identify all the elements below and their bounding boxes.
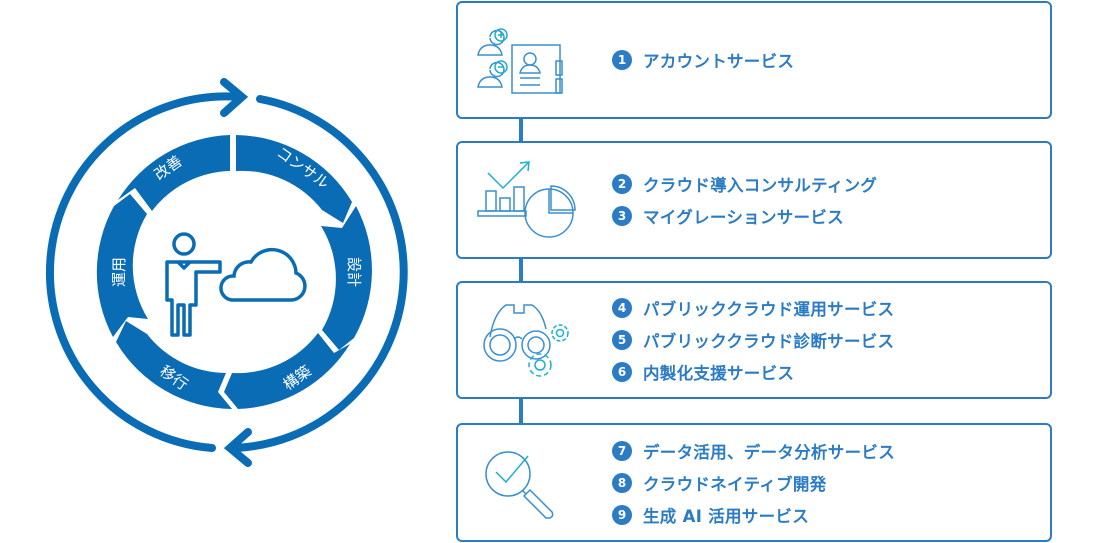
item-number-badge: 1: [612, 50, 632, 70]
group-connector: [519, 117, 523, 142]
account-management-icon: [477, 28, 563, 94]
stage-segment-build: [224, 333, 350, 409]
group-connector: [519, 257, 523, 282]
item-number-badge: 4: [612, 298, 632, 318]
stage-segment-improvement: [118, 135, 230, 211]
cycle-arrows-icon: [45, 78, 408, 467]
service-group-3: 4 パブリッククラウド運用サービス 5 パブリッククラウド診断サービス 6 内製…: [456, 281, 1052, 399]
item-number-badge: 2: [612, 174, 632, 194]
service-list: 7 データ活用、データ分析サービス 8 クラウドネイティブ開発 9 生成 AI …: [612, 435, 895, 531]
item-label: マイグレーションサービス: [643, 208, 844, 227]
item-number-badge: 3: [612, 206, 632, 226]
stage-label-design: 設計: [345, 257, 363, 287]
service-item[interactable]: 8 クラウドネイティブ開発: [612, 467, 895, 499]
service-list: 2 クラウド導入コンサルティング 3 マイグレーションサービス: [612, 168, 877, 232]
item-label: パブリッククラウド診断サービス: [643, 332, 895, 351]
stage-segment-design: [321, 206, 372, 350]
group-connector: [519, 397, 523, 424]
service-item[interactable]: 7 データ活用、データ分析サービス: [612, 435, 895, 467]
item-label: パブリッククラウド運用サービス: [643, 300, 895, 319]
cycle-stage-ring: [96, 135, 372, 409]
service-item[interactable]: 4 パブリッククラウド運用サービス: [612, 292, 894, 324]
item-label: アカウントサービス: [643, 52, 795, 71]
item-label: 内製化支援サービス: [643, 364, 795, 383]
item-label: 生成 AI 活用サービス: [643, 506, 809, 526]
stage-segment-operation: [96, 194, 148, 337]
service-list: 4 パブリッククラウド運用サービス 5 パブリッククラウド診断サービス 6 内製…: [612, 292, 894, 388]
service-item[interactable]: 5 パブリッククラウド診断サービス: [612, 324, 894, 356]
stage-segment-consulting: [236, 135, 352, 223]
service-item[interactable]: 9 生成 AI 活用サービス: [612, 499, 895, 531]
binoculars-gears-icon: [483, 304, 569, 377]
service-item[interactable]: 2 クラウド導入コンサルティング: [612, 168, 877, 200]
item-label: クラウドネイティブ開発: [643, 474, 827, 494]
item-number-badge: 9: [612, 504, 632, 525]
item-label: クラウド導入コンサルティング: [643, 176, 878, 195]
stage-segment-migration: [116, 321, 232, 409]
service-cycle-diagram: コンサル 設計 構築 移行 運用 改善: [45, 78, 408, 467]
item-number-badge: 5: [612, 330, 632, 350]
service-list: 1 アカウントサービス: [612, 44, 794, 76]
cloud-icon: [219, 247, 307, 302]
item-number-badge: 6: [612, 362, 632, 382]
service-group-1: 1 アカウントサービス: [456, 1, 1052, 119]
service-group-2: 2 クラウド導入コンサルティング 3 マイグレーションサービス: [456, 141, 1052, 259]
stage-label-operation: 運用: [110, 257, 128, 287]
item-label: データ活用、データ分析サービス: [643, 442, 895, 462]
item-number-badge: 7: [612, 440, 632, 461]
service-item[interactable]: 3 マイグレーションサービス: [612, 200, 877, 232]
chart-growth-icon: [477, 161, 576, 238]
magnifier-check-icon: [485, 450, 554, 519]
item-number-badge: 8: [612, 472, 632, 493]
service-item[interactable]: 6 内製化支援サービス: [612, 356, 894, 388]
service-item[interactable]: 1 アカウントサービス: [612, 44, 794, 76]
person-presenting-icon: [165, 232, 222, 337]
service-group-4: 7 データ活用、データ分析サービス 8 クラウドネイティブ開発 9 生成 AI …: [456, 423, 1052, 542]
